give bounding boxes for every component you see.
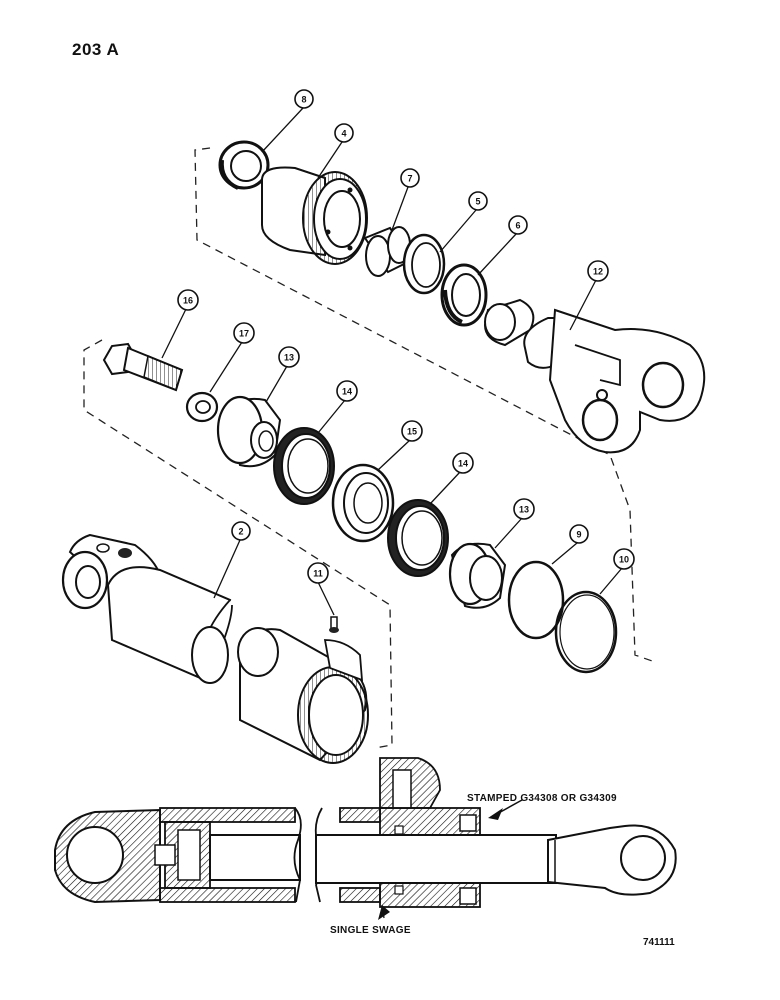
single-swage-label: SINGLE SWAGE	[330, 925, 411, 936]
callout-11: 11	[313, 569, 323, 579]
lower-group-outline	[83, 339, 393, 749]
part-rod-seal	[440, 263, 488, 327]
callout-circles	[177, 89, 635, 584]
callout-15: 15	[407, 427, 417, 437]
part-set-screw	[329, 616, 339, 633]
part-piston-upper	[216, 395, 282, 468]
drawing-number: 741111	[643, 937, 675, 948]
callout-13-upper: 13	[284, 353, 294, 363]
callout-8: 8	[301, 95, 306, 105]
stamped-part-number-label: STAMPED G34308 OR G34309	[467, 793, 617, 804]
part-piston-seal-lower	[387, 499, 449, 577]
callout-7: 7	[407, 174, 412, 184]
part-piston-rod	[483, 298, 706, 454]
part-ring-10	[554, 590, 618, 674]
part-cylinder-barrel	[61, 533, 369, 764]
callout-14-upper: 14	[342, 387, 352, 397]
callout-5: 5	[475, 197, 480, 207]
upper-group-outline	[194, 147, 656, 663]
callout-13-lower: 13	[519, 505, 529, 515]
page-number: 203 A	[72, 40, 120, 59]
part-bolt	[102, 342, 184, 392]
part-wiper-seal	[218, 140, 270, 190]
callout-14-lower: 14	[458, 459, 468, 469]
callout-4: 4	[341, 129, 346, 139]
part-piston-seal-upper	[273, 427, 335, 505]
leader-lines	[161, 107, 623, 616]
callout-12: 12	[593, 267, 603, 277]
part-washer	[185, 391, 219, 423]
part-head-gland	[261, 166, 368, 265]
part-wear-ring	[331, 463, 395, 543]
part-o-ring	[507, 560, 565, 640]
callout-16: 16	[183, 296, 193, 306]
callout-6: 6	[515, 221, 520, 231]
callout-10: 10	[619, 555, 629, 565]
part-piston-lower	[448, 542, 507, 609]
callout-2: 2	[238, 527, 243, 537]
callout-17: 17	[239, 329, 249, 339]
part-backup-ring	[402, 233, 446, 295]
sectional-assembly-view	[54, 757, 677, 920]
callout-9: 9	[576, 530, 581, 540]
